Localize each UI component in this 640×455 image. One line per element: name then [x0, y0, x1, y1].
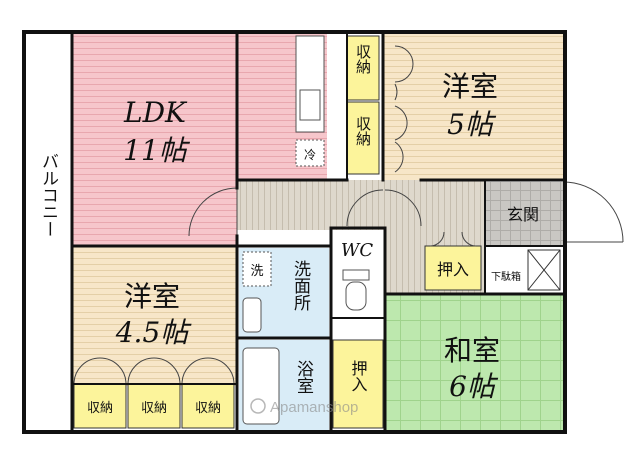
western-2-size: 4.5帖: [115, 316, 193, 349]
closet-bottom-2: [127, 383, 181, 429]
oshiire-japanese: [332, 339, 384, 429]
western-2-floor: [72, 246, 237, 386]
japanese-name: 和室: [444, 334, 500, 367]
closet-2-label: 収納: [354, 116, 372, 147]
apamanshop-watermark: Apamanshop: [250, 398, 358, 416]
toilet-tank: [342, 269, 370, 281]
fridge-label: 冷: [304, 148, 316, 162]
western-1-size: 5帖: [447, 108, 497, 141]
washer-label: 洗: [250, 264, 263, 279]
oshiire-hall: [424, 245, 482, 291]
toilet-bowl: [345, 281, 367, 311]
closet-2: [346, 101, 380, 175]
bathtub: [242, 347, 280, 425]
closet-bottom-3-label: 収納: [195, 401, 221, 416]
wc-label: WC: [341, 240, 374, 261]
hall-floor: [237, 180, 485, 230]
closet-bottom-2-label: 収納: [141, 401, 167, 416]
entrance-floor: [485, 182, 563, 246]
balcony-label: バルコニー: [38, 153, 58, 238]
oshiire-japanese-label: 押入: [349, 360, 368, 392]
watermark-text: Apamanshop: [270, 399, 358, 416]
closet-bottom-1-label: 収納: [87, 401, 113, 416]
western-1-floor: [383, 34, 563, 180]
japanese-size: 6帖: [449, 370, 499, 403]
western-1-name: 洋室: [442, 70, 498, 103]
ldk-size: 11帖: [123, 134, 191, 167]
washroom-label: 洗面所: [290, 260, 311, 311]
shoe-box-label: 下駄箱: [491, 270, 521, 283]
door-swings: [73, 45, 624, 385]
oshiire-hall-label: 押入: [437, 260, 469, 279]
closet-bottom-3: [181, 383, 235, 429]
fridge-space: [295, 139, 325, 167]
washer-space: [242, 251, 272, 287]
shoe-box-cross: [527, 249, 561, 291]
closet-1: [346, 35, 380, 101]
walls: [22, 30, 567, 434]
japanese-floor: [385, 294, 563, 430]
closet-1-label: 収納: [354, 44, 372, 75]
western-2-name: 洋室: [124, 280, 180, 313]
sink: [299, 89, 321, 121]
balcony-floor: [24, 34, 72, 432]
house-icon: [250, 398, 266, 414]
closet-bottom-1: [73, 383, 127, 429]
ldk-name: LDK: [123, 96, 188, 129]
ldk-floor: [72, 34, 237, 246]
bath-label: 浴室: [293, 360, 314, 394]
entrance-label: 玄関: [507, 205, 539, 224]
wash-basin: [242, 297, 262, 333]
